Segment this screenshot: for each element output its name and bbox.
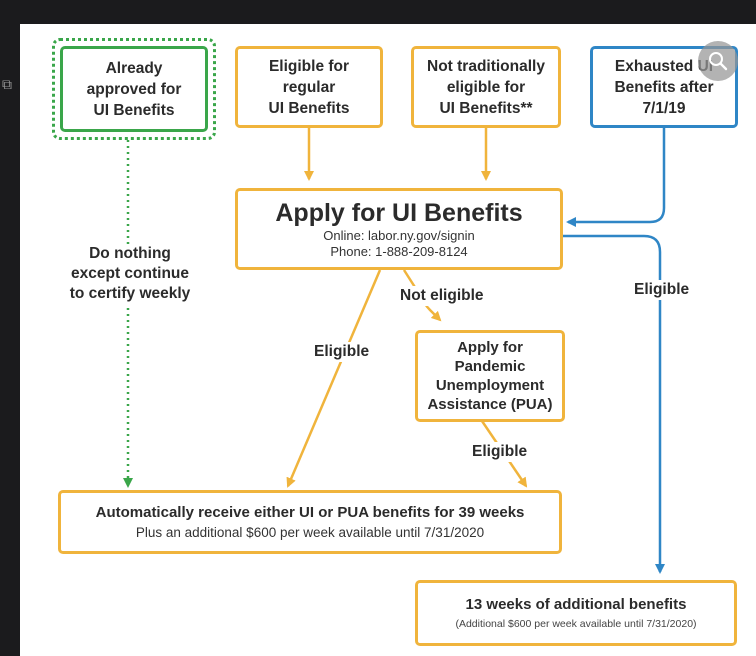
already-approved-line-2: approved for [86, 80, 182, 98]
already-approved-line-1: Already [105, 59, 163, 77]
do-nothing-line-1: Do nothing [89, 245, 171, 262]
apply-ui-title: Apply for UI Benefits [275, 199, 523, 227]
thirteen-weeks-title: 13 weeks of additional benefits [465, 596, 687, 613]
arrow-apply-to-13weeks [563, 234, 665, 574]
apply-ui-online: Online: labor.ny.gov/signin [323, 228, 475, 243]
exhausted-box: Exhausted UI Benefits after 7/1/19 [590, 46, 738, 128]
pua-line-1: Apply for [457, 339, 523, 356]
auto-receive-subtitle: Plus an additional $600 per week availab… [135, 525, 485, 540]
arrow-apply-to-auto [286, 269, 382, 488]
already-approved-outline [52, 38, 216, 140]
zoom-icon [709, 52, 728, 71]
not-traditional-box: Not traditionally eligible for UI Benefi… [411, 46, 561, 128]
do-nothing-label: Do nothing except continue to certify we… [60, 244, 200, 304]
thirteen-weeks-subtitle: (Additional $600 per week available unti… [455, 618, 697, 630]
not-traditional-line-3: UI Benefits** [439, 99, 533, 117]
pua-box: Apply for Pandemic Unemployment Assistan… [415, 330, 565, 422]
already-approved-line-3: UI Benefits [93, 101, 175, 119]
not-eligible-label: Not eligible [398, 286, 486, 306]
pua-line-3: Unemployment [435, 377, 545, 394]
apply-ui-box: Apply for UI Benefits Online: labor.ny.g… [235, 188, 563, 270]
eligible-regular-box: Eligible for regular UI Benefits [235, 46, 383, 128]
eligible-left-label: Eligible [312, 342, 372, 362]
eligible-right-label: Eligible [632, 280, 692, 300]
exhausted-line-1: Exhausted UI [614, 57, 714, 75]
already-approved-box: Already approved for UI Benefits [60, 46, 208, 132]
eligible-pua-label: Eligible [470, 442, 530, 462]
auto-receive-box: Automatically receive either UI or PUA b… [58, 490, 562, 554]
eligible-regular-line-2: regular [282, 78, 336, 96]
exhausted-line-2: Benefits after [614, 78, 714, 96]
window-glyph-icon: ⧉ [2, 76, 12, 92]
exhausted-line-3: 7/1/19 [642, 99, 686, 117]
apply-ui-phone: Phone: 1-888-209-8124 [330, 244, 468, 259]
auto-receive-title: Automatically receive either UI or PUA b… [95, 504, 525, 521]
pua-line-4: Assistance (PUA) [427, 396, 553, 413]
eligible-regular-line-1: Eligible for [268, 57, 350, 75]
flowchart-image: Already approved for UI Benefits Eligibl… [20, 24, 756, 656]
eligible-regular-line-3: UI Benefits [268, 99, 350, 117]
zoom-button[interactable] [698, 41, 738, 81]
do-nothing-line-2: except continue [71, 265, 189, 282]
pua-line-2: Pandemic [454, 358, 526, 375]
arrow-exhausted-to-apply [566, 128, 666, 227]
left-edge-strip: ⧉ [0, 24, 20, 656]
not-traditional-line-2: eligible for [446, 78, 526, 96]
not-traditional-line-1: Not traditionally [427, 57, 545, 75]
thirteen-weeks-box: 13 weeks of additional benefits (Additio… [415, 580, 737, 646]
do-nothing-line-3: to certify weekly [69, 285, 191, 302]
